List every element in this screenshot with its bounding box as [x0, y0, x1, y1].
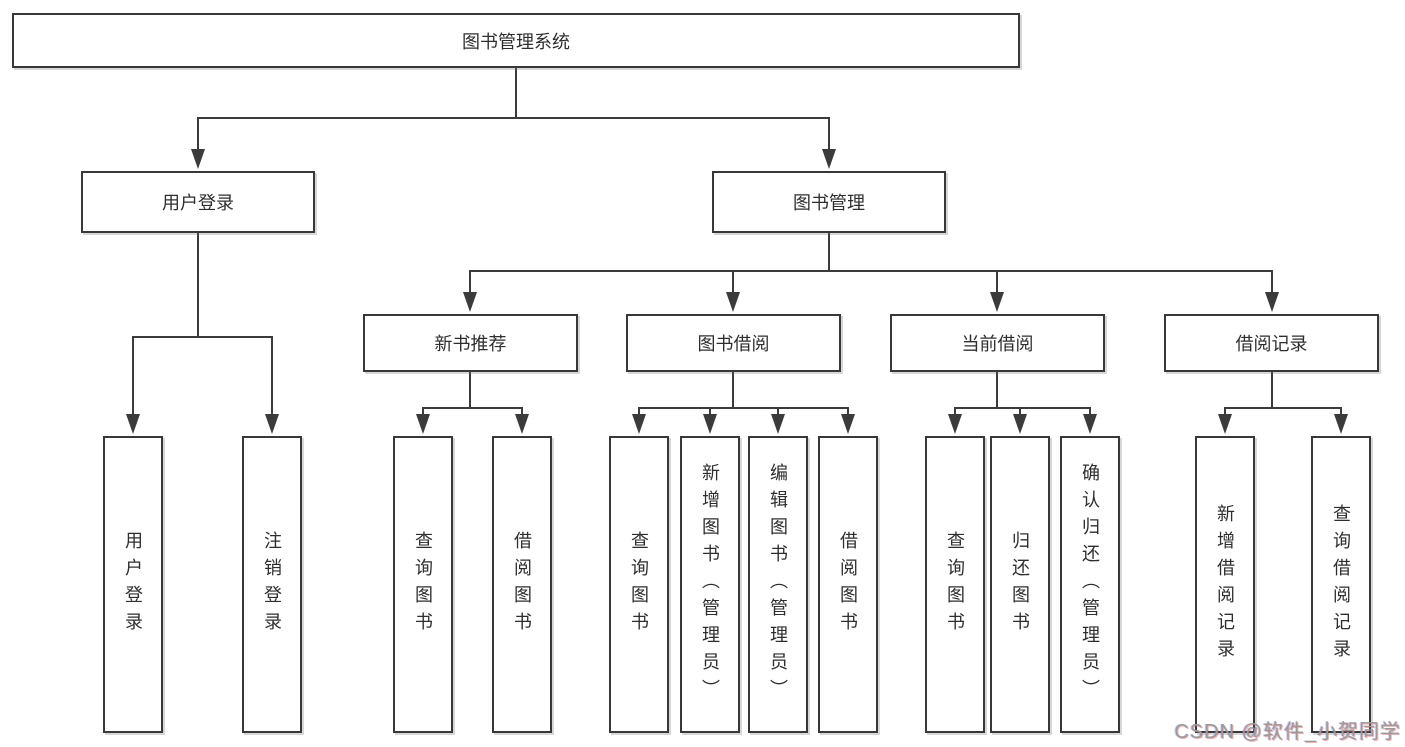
leaf-label: 新增借阅记录: [1215, 503, 1235, 666]
node-root-library-system: 图书管理系统: [12, 13, 1020, 68]
leaf-add-borrow-record: 新增借阅记录: [1195, 436, 1255, 733]
leaf-query-book-current: 查询图书: [925, 436, 985, 733]
leaf-query-book-borrow: 查询图书: [609, 436, 669, 733]
leaf-label: 归还图书: [1010, 530, 1030, 639]
leaf-query-borrow-record: 查询借阅记录: [1311, 436, 1371, 733]
leaf-user-login: 用户登录: [103, 436, 163, 733]
leaf-edit-book-admin: 编辑图书（管理员）: [748, 436, 808, 733]
csdn-watermark: CSDN @软件_小贺同学: [1174, 721, 1401, 743]
leaf-label: 借阅图书: [512, 530, 532, 639]
node-label: 新书推荐: [434, 334, 507, 354]
node-book-management: 图书管理: [712, 171, 946, 233]
leaf-label: 新增图书（管理员）: [700, 463, 720, 706]
node-label: 图书借阅: [697, 334, 770, 354]
leaf-label: 借阅图书: [838, 530, 858, 639]
leaf-borrow-book: 借阅图书: [818, 436, 878, 733]
node-user-login: 用户登录: [81, 171, 315, 233]
leaf-return-book: 归还图书: [990, 436, 1050, 733]
node-label: 用户登录: [162, 193, 234, 213]
leaf-label: 查询借阅记录: [1331, 503, 1351, 666]
leaf-label: 注销登录: [262, 530, 282, 639]
leaf-label: 用户登录: [123, 530, 143, 639]
node-label: 图书管理系统: [462, 31, 570, 52]
node-label: 借阅记录: [1235, 334, 1308, 354]
leaf-label: 查询图书: [945, 530, 965, 639]
node-label: 当前借阅: [961, 334, 1034, 354]
node-current-borrow: 当前借阅: [890, 314, 1105, 372]
leaf-label: 确认归还（管理员）: [1080, 463, 1100, 706]
leaf-add-book-admin: 新增图书（管理员）: [680, 436, 740, 733]
leaf-label: 编辑图书（管理员）: [768, 463, 788, 706]
leaf-label: 查询图书: [629, 530, 649, 639]
leaf-confirm-return-admin: 确认归还（管理员）: [1060, 436, 1120, 733]
leaf-query-book-recommend: 查询图书: [393, 436, 453, 733]
node-new-book-recommend: 新书推荐: [363, 314, 578, 372]
node-borrow-record: 借阅记录: [1164, 314, 1379, 372]
leaf-borrow-book-recommend: 借阅图书: [492, 436, 552, 733]
node-label: 图书管理: [793, 193, 865, 213]
leaf-logout: 注销登录: [242, 436, 302, 733]
leaf-label: 查询图书: [413, 530, 433, 639]
node-book-borrow: 图书借阅: [626, 314, 841, 372]
